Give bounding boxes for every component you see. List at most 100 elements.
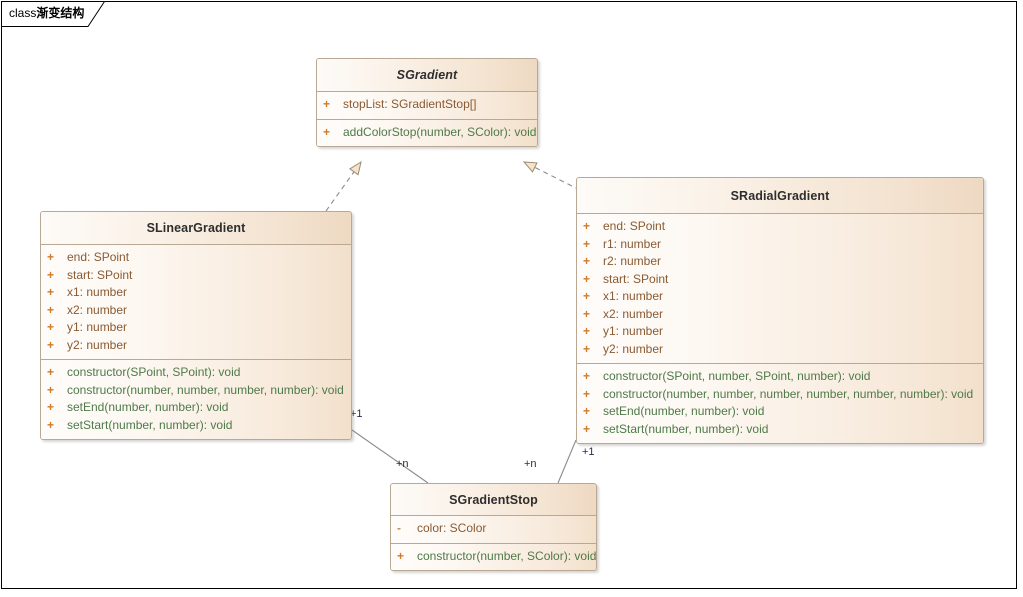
attribute-row: + x1: number xyxy=(577,288,983,306)
attribute-label: x1: number xyxy=(603,289,664,303)
class-box-sradialgradient[interactable]: SRadialGradient + end: SPoint + r1: numb… xyxy=(576,177,984,444)
attribute-row: + r1: number xyxy=(577,236,983,254)
attribute-row: + start: SPoint xyxy=(41,267,351,285)
attribute-row: + x1: number xyxy=(41,284,351,302)
attribute-label: end: SPoint xyxy=(603,219,666,233)
attribute-label: start: SPoint xyxy=(67,267,133,282)
attribute-row: + y1: number xyxy=(577,323,983,341)
method-row: + setEnd(number, number): void xyxy=(577,403,983,421)
visibility-marker: + xyxy=(47,365,55,379)
multiplicity-radial-source: +1 xyxy=(582,446,595,458)
methods-section-sradialgradient: + constructor(SPoint, number, SPoint, nu… xyxy=(577,363,983,443)
diagram-title-tab: class渐变结构 xyxy=(1,1,105,27)
methods-section-slineargradient: + constructor(SPoint, SPoint): void + co… xyxy=(41,359,351,439)
attribute-row: + r2: number xyxy=(577,253,983,271)
attribute-label: y2: number xyxy=(603,341,664,356)
method-label: setEnd(number, number): void xyxy=(603,404,765,418)
visibility-marker: + xyxy=(583,289,591,303)
visibility-marker: + xyxy=(583,421,591,436)
class-name-sgradient: SGradient xyxy=(317,59,537,92)
class-box-sgradientstop[interactable]: SGradientStop - color: SColor + construc… xyxy=(390,483,597,571)
attribute-row: + start: SPoint xyxy=(577,271,983,289)
method-row: + constructor(SPoint, number, SPoint, nu… xyxy=(577,368,983,386)
method-row: + addColorStop(number, SColor): void xyxy=(317,124,537,142)
diagram-title-keyword: class xyxy=(9,6,37,20)
attribute-label: y1: number xyxy=(603,324,664,338)
visibility-marker: + xyxy=(583,404,591,418)
title-tab-shape xyxy=(1,1,105,27)
visibility-marker: + xyxy=(583,219,591,233)
attributes-section-sgradientstop: - color: SColor xyxy=(391,516,596,543)
visibility-marker: + xyxy=(47,382,55,397)
visibility-marker: + xyxy=(47,337,55,352)
multiplicity-linear-target: +n xyxy=(396,458,409,470)
attribute-label: y1: number xyxy=(67,320,128,334)
attribute-row: + stopList: SGradientStop[] xyxy=(317,96,537,114)
method-label: setEnd(number, number): void xyxy=(67,400,229,414)
attribute-row: + end: SPoint xyxy=(41,249,351,267)
attribute-row: + y2: number xyxy=(41,337,351,355)
methods-section-sgradient: + addColorStop(number, SColor): void xyxy=(317,118,537,146)
attribute-row: + y2: number xyxy=(577,341,983,359)
visibility-marker: + xyxy=(583,386,591,401)
visibility-marker: + xyxy=(47,302,55,317)
method-row: + setEnd(number, number): void xyxy=(41,399,351,417)
class-box-sgradient[interactable]: SGradient + stopList: SGradientStop[] + … xyxy=(316,58,538,147)
visibility-marker: + xyxy=(583,306,591,321)
diagram-title-text: class渐变结构 xyxy=(9,5,84,22)
attribute-row: + x2: number xyxy=(41,302,351,320)
attribute-label: stopList: SGradientStop[] xyxy=(343,97,477,111)
class-name-slineargradient: SLinearGradient xyxy=(41,212,351,245)
visibility-marker: + xyxy=(47,250,55,264)
visibility-marker: - xyxy=(397,521,401,535)
attribute-label: end: SPoint xyxy=(67,250,130,264)
visibility-marker: + xyxy=(323,97,331,111)
attributes-section-sgradient: + stopList: SGradientStop[] xyxy=(317,92,537,119)
class-box-slineargradient[interactable]: SLinearGradient + end: SPoint + start: S… xyxy=(40,211,352,440)
methods-section-sgradientstop: + constructor(number, SColor): void xyxy=(391,542,596,570)
attribute-label: r2: number xyxy=(603,254,662,268)
visibility-marker: + xyxy=(323,124,331,139)
method-label: setStart(number, number): void xyxy=(67,417,233,432)
method-row: + constructor(number, SColor): void xyxy=(391,548,596,566)
method-label: addColorStop(number, SColor): void xyxy=(343,124,537,139)
method-row: + setStart(number, number): void xyxy=(41,417,351,435)
method-row: + constructor(number, number, number, nu… xyxy=(41,382,351,400)
visibility-marker: + xyxy=(583,236,591,251)
visibility-marker: + xyxy=(583,341,591,356)
visibility-marker: + xyxy=(583,254,591,268)
visibility-marker: + xyxy=(47,267,55,282)
class-name-sradialgradient: SRadialGradient xyxy=(577,178,983,214)
attribute-label: y2: number xyxy=(67,337,128,352)
multiplicity-linear-source: +1 xyxy=(350,408,363,420)
visibility-marker: + xyxy=(583,369,591,383)
attribute-label: color: SColor xyxy=(417,521,487,535)
attribute-label: start: SPoint xyxy=(603,271,669,286)
attribute-label: x2: number xyxy=(603,306,664,321)
attributes-section-sradialgradient: + end: SPoint + r1: number + r2: number … xyxy=(577,214,983,363)
visibility-marker: + xyxy=(47,320,55,334)
method-row: + constructor(SPoint, SPoint): void xyxy=(41,364,351,382)
attribute-label: x1: number xyxy=(67,285,128,299)
method-label: constructor(SPoint, number, SPoint, numb… xyxy=(603,369,871,383)
attribute-row: + y1: number xyxy=(41,319,351,337)
method-label: constructor(number, SColor): void xyxy=(417,548,597,563)
class-name-sgradientstop: SGradientStop xyxy=(391,484,596,516)
attribute-label: r1: number xyxy=(603,236,662,251)
visibility-marker: + xyxy=(397,548,405,563)
visibility-marker: + xyxy=(583,324,591,338)
attributes-section-slineargradient: + end: SPoint + start: SPoint + x1: numb… xyxy=(41,245,351,359)
attribute-row: - color: SColor xyxy=(391,520,596,538)
method-label: constructor(number, number, number, numb… xyxy=(67,382,344,397)
diagram-frame xyxy=(1,1,1017,589)
diagram-title-name: 渐变结构 xyxy=(36,6,85,20)
method-label: constructor(SPoint, SPoint): void xyxy=(67,365,241,379)
method-label: constructor(number, number, number, numb… xyxy=(603,386,974,401)
method-row: + setStart(number, number): void xyxy=(577,421,983,439)
attribute-row: + end: SPoint xyxy=(577,218,983,236)
method-row: + constructor(number, number, number, nu… xyxy=(577,386,983,404)
method-label: setStart(number, number): void xyxy=(603,421,769,436)
visibility-marker: + xyxy=(47,400,55,414)
visibility-marker: + xyxy=(583,271,591,286)
